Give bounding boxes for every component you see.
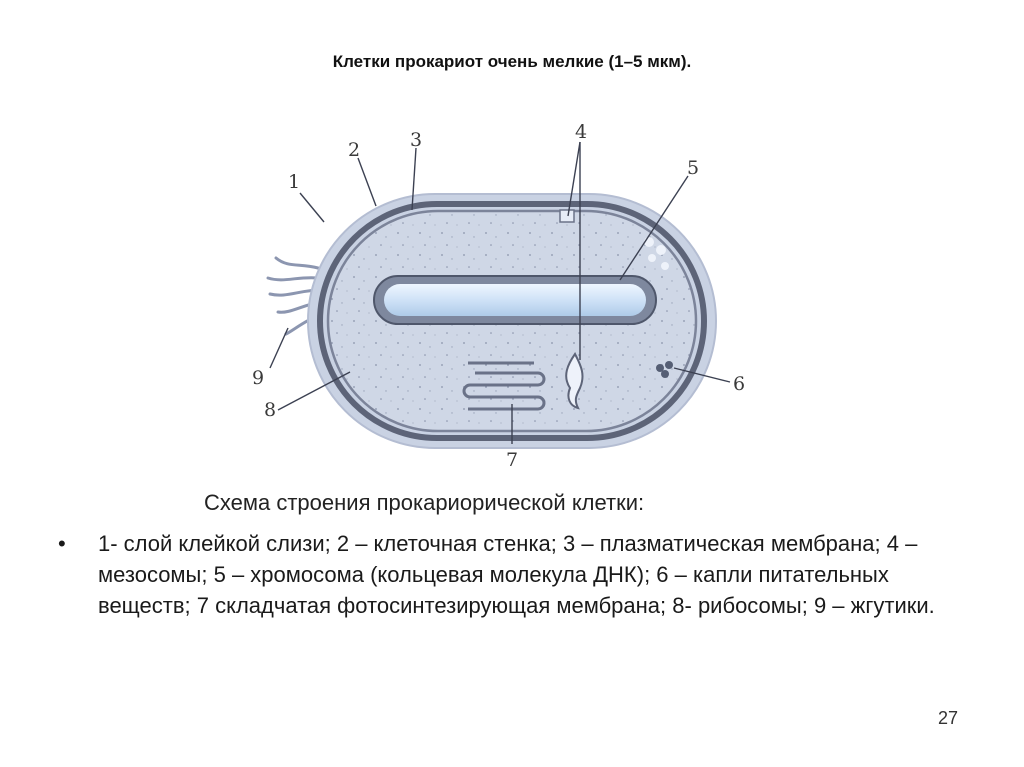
diagram-caption: Схема строения прокариорической клетки: <box>204 490 645 515</box>
bullet-icon: • <box>58 531 66 556</box>
prokaryote-cell-diagram: 1 2 3 4 5 6 7 8 9 <box>252 121 745 471</box>
folded-membrane <box>462 361 546 411</box>
label-6: 6 <box>733 373 745 395</box>
slide-title: Клетки прокариот очень мелкие (1–5 мкм). <box>332 52 692 71</box>
label-5: 5 <box>687 157 699 179</box>
leader-lines <box>269 141 731 444</box>
legend-text: 1- слой клейкой слизи; 2 – клеточная сте… <box>98 531 935 618</box>
label-7: 7 <box>506 449 518 471</box>
label-2: 2 <box>348 139 360 161</box>
slide-number: 27 <box>938 708 959 728</box>
label-3: 3 <box>410 129 422 151</box>
label-8: 8 <box>264 399 276 421</box>
mesosome <box>559 209 575 223</box>
label-4: 4 <box>575 121 587 143</box>
label-1: 1 <box>288 171 300 193</box>
label-9: 9 <box>252 367 264 389</box>
mesosome-structure <box>565 352 584 410</box>
